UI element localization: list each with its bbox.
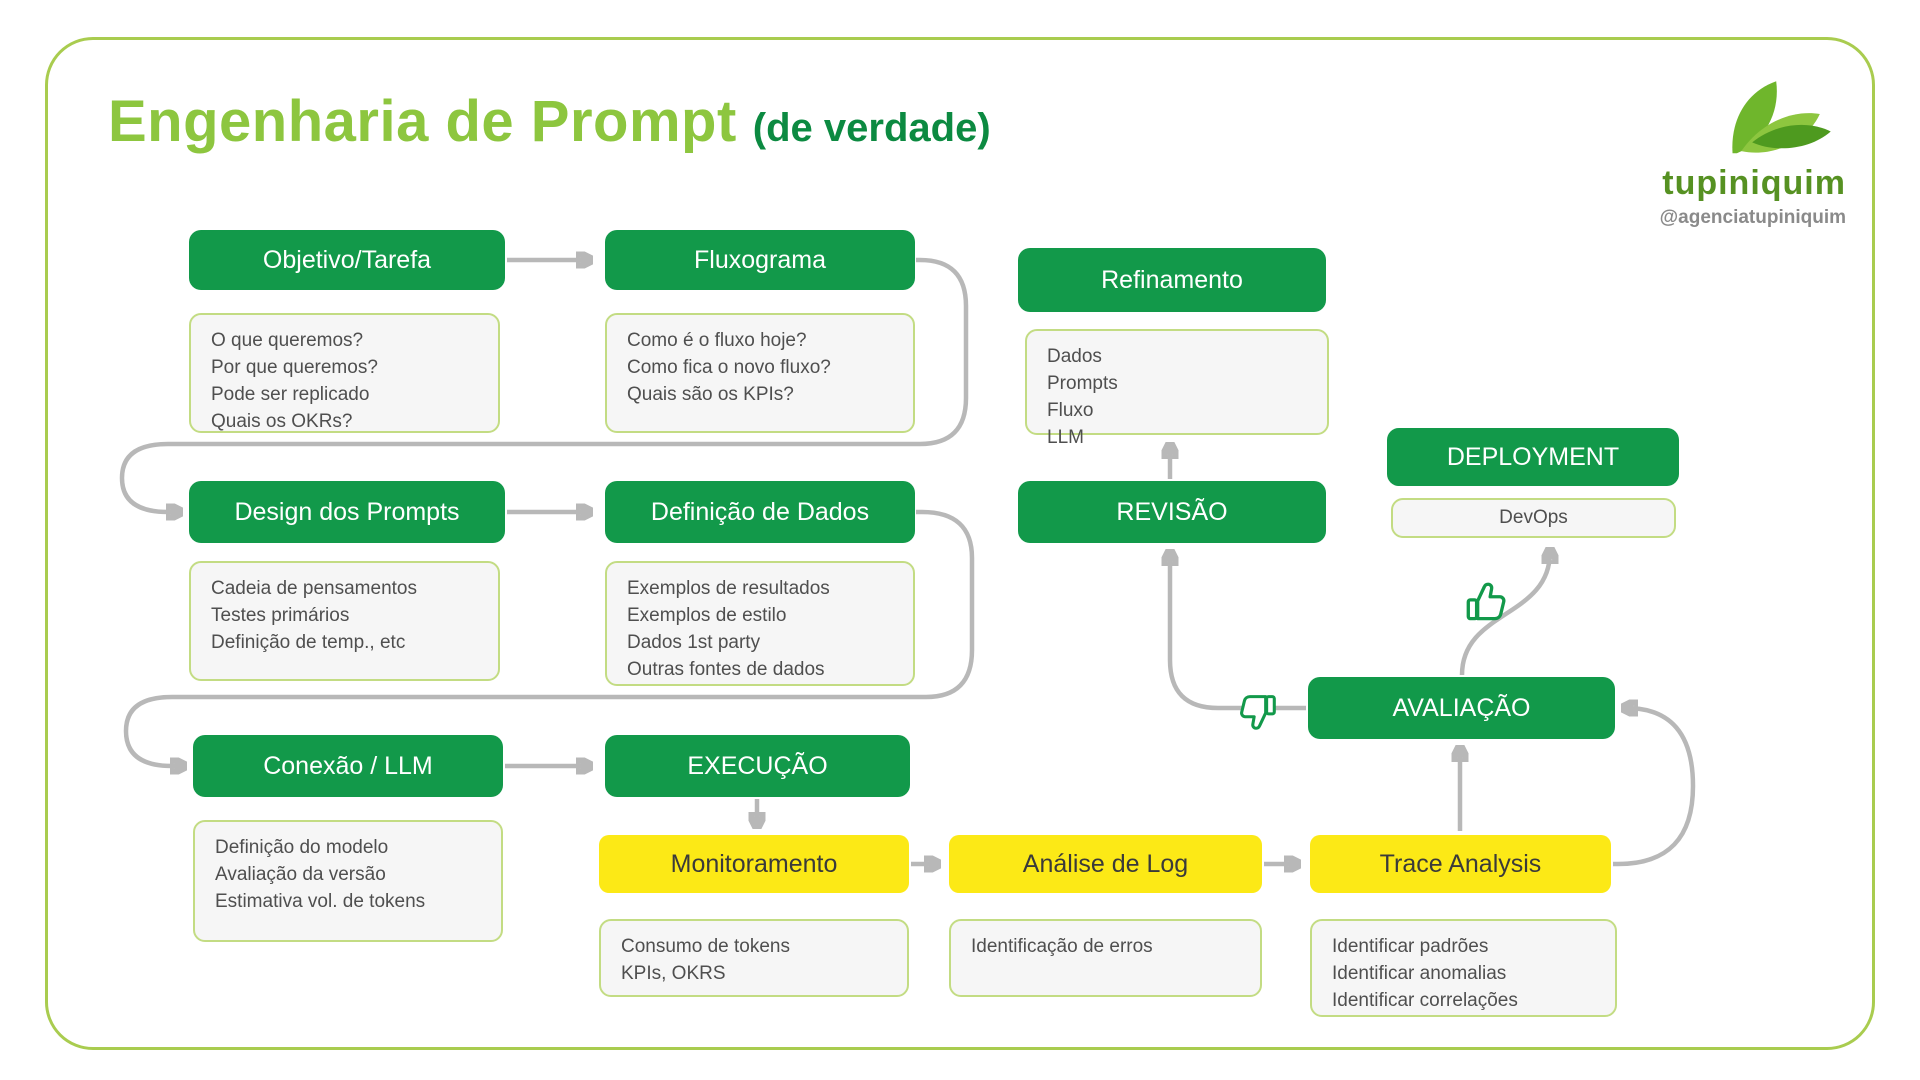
note-fluxograma: Como é o fluxo hoje? Como fica o novo flu…: [605, 313, 915, 433]
node-monitoramento-label: Monitoramento: [670, 849, 838, 878]
note-analise-de-log: Identificação de erros: [949, 919, 1262, 997]
node-avaliacao: AVALIAÇÃO: [1308, 677, 1615, 739]
node-objetivo-tarefa: Objetivo/Tarefa: [189, 230, 505, 290]
node-analise-label: Análise de Log: [1022, 849, 1189, 878]
note-line: Definição de temp., etc: [211, 631, 406, 653]
thumbs-down-icon: [1240, 695, 1276, 730]
note-line: DevOps: [1499, 506, 1568, 528]
node-monitoramento: Monitoramento: [599, 835, 909, 893]
brand-logo: tupiniquim @agenciatupiniquim: [1566, 66, 1846, 229]
note-line: Testes primários: [211, 604, 350, 626]
note-line: Consumo de tokens: [621, 936, 790, 957]
note-objetivo-tarefa: O que queremos? Por que queremos? Pode ser…: [189, 313, 500, 433]
note-line: Outras fontes de dados: [627, 658, 825, 680]
note-line: Quais os OKRs?: [211, 410, 353, 432]
node-execucao: EXECUÇÃO: [605, 735, 910, 797]
note-line: Identificação de erros: [971, 936, 1153, 957]
arrow-fluxograma-loop-to-design: [119, 257, 969, 512]
note-line: Definição do modelo: [215, 837, 389, 858]
node-definicao-de-dados: Definição de Dados: [605, 481, 915, 543]
node-deployment: DEPLOYMENT: [1387, 428, 1679, 486]
note-line: Dados: [1047, 346, 1102, 367]
note-line: Avaliação da versão: [215, 863, 386, 885]
node-refinamento: Refinamento: [1018, 248, 1326, 312]
node-revisao: REVISÃO: [1018, 481, 1326, 543]
arrow-avaliacao-to-revisao: [1170, 554, 1306, 711]
node-conexao-label: Conexão / LLM: [263, 751, 433, 780]
arrow-definicao-loop-to-conexao: [123, 509, 975, 766]
node-revisao-label: REVISÃO: [1116, 497, 1228, 526]
node-design-label: Design dos Prompts: [234, 497, 460, 526]
brand-handle: @agenciatupiniquim: [1659, 207, 1846, 228]
note-line: Identificar correlações: [1332, 989, 1518, 1011]
note-line: Por que queremos?: [211, 356, 378, 378]
node-analise-de-log: Análise de Log: [949, 835, 1262, 893]
title-sub: (de verdade): [752, 106, 991, 150]
brand-name: tupiniquim: [1662, 164, 1846, 202]
title-main: Engenharia de Prompt: [108, 89, 737, 154]
note-line: Prompts: [1047, 372, 1118, 394]
note-line: O que queremos?: [211, 330, 364, 351]
node-definicao-label: Definição de Dados: [650, 497, 870, 526]
note-line: Exemplos de resultados: [627, 578, 830, 599]
note-devops: DevOps: [1391, 498, 1676, 538]
node-avaliacao-label: AVALIAÇÃO: [1392, 693, 1531, 722]
note-line: Identificar anomalias: [1332, 962, 1507, 984]
node-execucao-label: EXECUÇÃO: [687, 751, 828, 780]
page-title: Engenharia de Prompt (de verdade): [108, 88, 991, 155]
node-fluxograma: Fluxograma: [605, 230, 915, 290]
node-conexao-llm: Conexão / LLM: [193, 735, 503, 797]
node-design-dos-prompts: Design dos Prompts: [189, 481, 505, 543]
note-line: Dados 1st party: [627, 631, 761, 653]
note-line: Pode ser replicado: [211, 383, 370, 405]
node-refinamento-label: Refinamento: [1101, 265, 1243, 294]
node-objetivo-label: Objetivo/Tarefa: [262, 245, 432, 274]
node-deployment-label: DEPLOYMENT: [1446, 442, 1620, 471]
node-trace-analysis: Trace Analysis: [1310, 835, 1611, 893]
arrow-avaliacao-to-deployment: [1459, 552, 1550, 676]
note-line: Como é o fluxo hoje?: [627, 330, 807, 351]
note-line: Quais são os KPIs?: [627, 383, 794, 405]
leaves-logo-icon: [1732, 81, 1831, 154]
note-line: Cadeia de pensamentos: [211, 578, 417, 599]
node-fluxograma-label: Fluxograma: [694, 245, 826, 274]
note-line: KPIs, OKRS: [621, 962, 726, 984]
note-line: Fluxo: [1047, 399, 1094, 421]
note-line: Como fica o novo fluxo?: [627, 356, 831, 378]
node-trace-label: Trace Analysis: [1379, 849, 1542, 878]
note-line: LLM: [1047, 426, 1084, 448]
note-line: Exemplos de estilo: [627, 604, 787, 626]
thumbs-up-icon: [1466, 582, 1506, 621]
note-line: Identificar padrões: [1332, 936, 1489, 957]
note-line: Estimativa vol. de tokens: [215, 890, 426, 912]
arrow-trace-right-loop-to-avaliacao: [1613, 708, 1696, 867]
